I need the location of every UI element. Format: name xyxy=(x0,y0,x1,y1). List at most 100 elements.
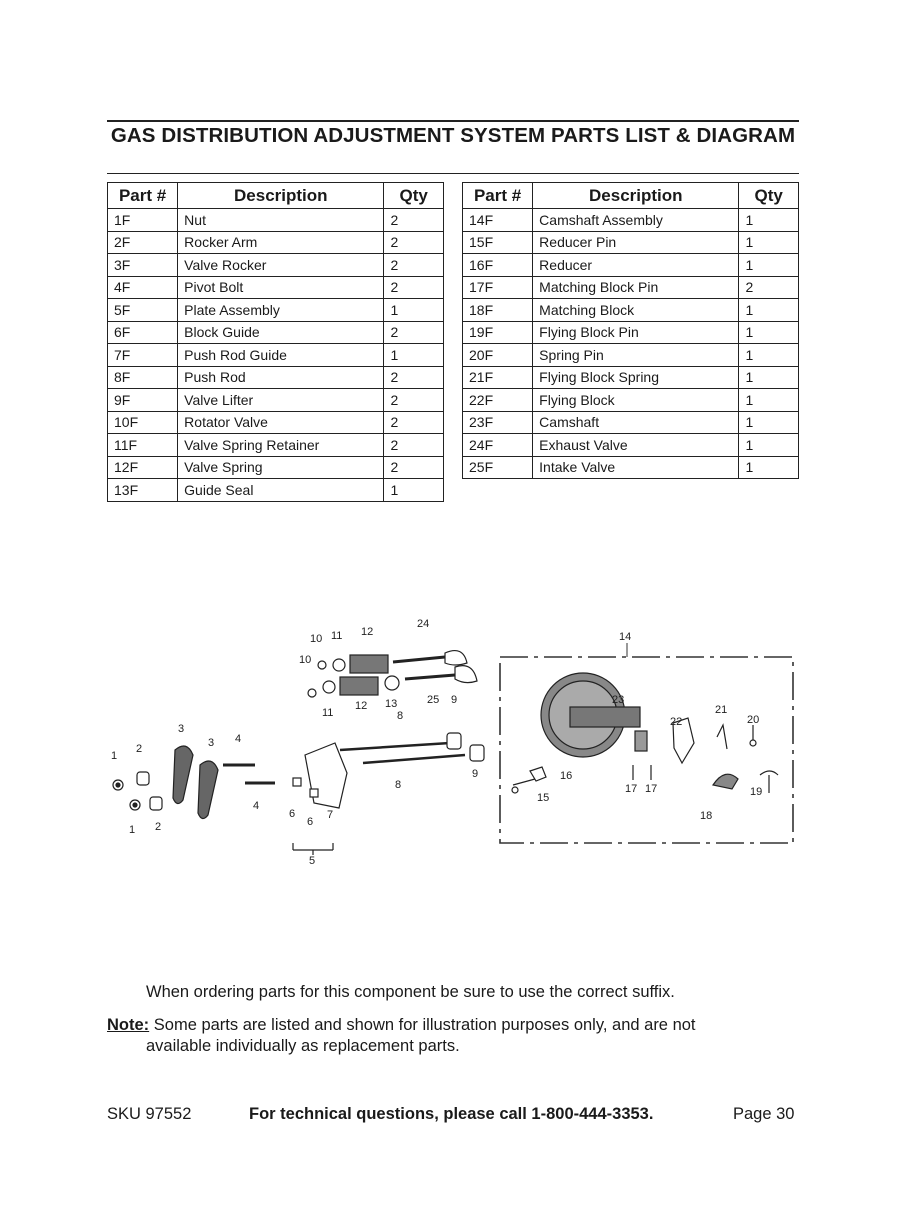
cell-description: Valve Spring xyxy=(177,455,385,479)
cell-part: 22F xyxy=(461,388,534,412)
cell-description: Valve Lifter xyxy=(177,388,385,412)
cell-part: 5F xyxy=(106,298,179,322)
callout-12: 12 xyxy=(361,626,373,638)
callout-25: 25 xyxy=(427,694,439,706)
callout-8: 8 xyxy=(395,779,401,791)
callout-18: 18 xyxy=(700,810,712,822)
title-block: GAS DISTRIBUTION ADJUSTMENT SYSTEM PARTS… xyxy=(107,120,799,174)
cell-part: 9F xyxy=(106,388,179,412)
callout-7: 7 xyxy=(327,809,333,821)
cell-part: 2F xyxy=(106,230,179,254)
cell-part: 4F xyxy=(106,275,179,299)
callout-1: 1 xyxy=(129,824,135,836)
cell-qty: 2 xyxy=(383,230,444,254)
callout-17: 17 xyxy=(625,783,637,795)
cell-qty: 2 xyxy=(383,208,444,232)
callout-6: 6 xyxy=(289,808,295,820)
cell-part: 11F xyxy=(106,433,179,457)
cell-part: 23F xyxy=(461,410,534,434)
cell-description: Rocker Arm xyxy=(177,230,385,254)
cell-qty: 1 xyxy=(738,208,799,232)
camshaft-assembly-frame xyxy=(499,643,794,844)
valve-parts xyxy=(307,650,485,765)
diagram-callouts: 1 1 2 2 3 3 4 4 5 6 6 7 8 8 9 9 10 10 11… xyxy=(111,618,762,867)
callout-14: 14 xyxy=(619,631,631,643)
cell-part: 24F xyxy=(461,433,534,457)
callout-11: 11 xyxy=(331,630,342,642)
callout-15: 15 xyxy=(537,792,549,804)
header-qty: Qty xyxy=(738,182,799,209)
cell-description: Flying Block Spring xyxy=(532,365,740,389)
callout-20: 20 xyxy=(747,714,759,726)
cell-description: Reducer Pin xyxy=(532,230,740,254)
callout-19: 19 xyxy=(750,786,762,798)
callout-21: 21 xyxy=(715,704,727,716)
cell-description: Matching Block xyxy=(532,298,740,322)
note-text-continued: available individually as replacement pa… xyxy=(146,1037,460,1055)
callout-4: 4 xyxy=(235,733,241,745)
cell-qty: 1 xyxy=(738,298,799,322)
cell-qty: 2 xyxy=(738,275,799,299)
callout-3: 3 xyxy=(208,737,214,749)
header-qty: Qty xyxy=(383,182,444,209)
cell-qty: 1 xyxy=(383,343,444,367)
note-label: Note: xyxy=(107,1016,150,1034)
cell-description: Spring Pin xyxy=(532,343,740,367)
note-text: Some parts are listed and shown for illu… xyxy=(153,1016,696,1034)
cell-part: 7F xyxy=(106,343,179,367)
cell-description: Push Rod xyxy=(177,365,385,389)
cell-description: Camshaft Assembly xyxy=(532,208,740,232)
cell-description: Guide Seal xyxy=(177,478,385,502)
footer-contact: For technical questions, please call 1-8… xyxy=(249,1105,654,1123)
cell-qty: 1 xyxy=(738,433,799,457)
callout-3: 3 xyxy=(178,723,184,735)
callout-8: 8 xyxy=(397,710,403,722)
callout-2: 2 xyxy=(136,743,142,755)
cell-qty: 1 xyxy=(738,320,799,344)
cell-qty: 2 xyxy=(383,275,444,299)
cell-part: 6F xyxy=(106,320,179,344)
cell-description: Valve Spring Retainer xyxy=(177,433,385,457)
callout-5: 5 xyxy=(309,855,315,867)
cell-description: Exhaust Valve xyxy=(532,433,740,457)
note-paragraph: Note: Some parts are listed and shown fo… xyxy=(107,1014,787,1036)
cell-description: Push Rod Guide xyxy=(177,343,385,367)
cell-part: 20F xyxy=(461,343,534,367)
cell-part: 12F xyxy=(106,455,179,479)
cell-part: 1F xyxy=(106,208,179,232)
cell-part: 21F xyxy=(461,365,534,389)
callout-6: 6 xyxy=(307,816,313,828)
cell-description: Block Guide xyxy=(177,320,385,344)
cell-part: 14F xyxy=(461,208,534,232)
cell-qty: 2 xyxy=(383,253,444,277)
cell-part: 19F xyxy=(461,320,534,344)
callout-9: 9 xyxy=(451,694,457,706)
cell-description: Flying Block Pin xyxy=(532,320,740,344)
cell-description: Plate Assembly xyxy=(177,298,385,322)
footer-sku: SKU 97552 xyxy=(107,1105,192,1123)
cell-description: Camshaft xyxy=(532,410,740,434)
cell-qty: 2 xyxy=(383,320,444,344)
callout-11: 11 xyxy=(322,707,333,719)
cell-description: Flying Block xyxy=(532,388,740,412)
cell-part: 8F xyxy=(106,365,179,389)
cell-qty: 2 xyxy=(383,455,444,479)
